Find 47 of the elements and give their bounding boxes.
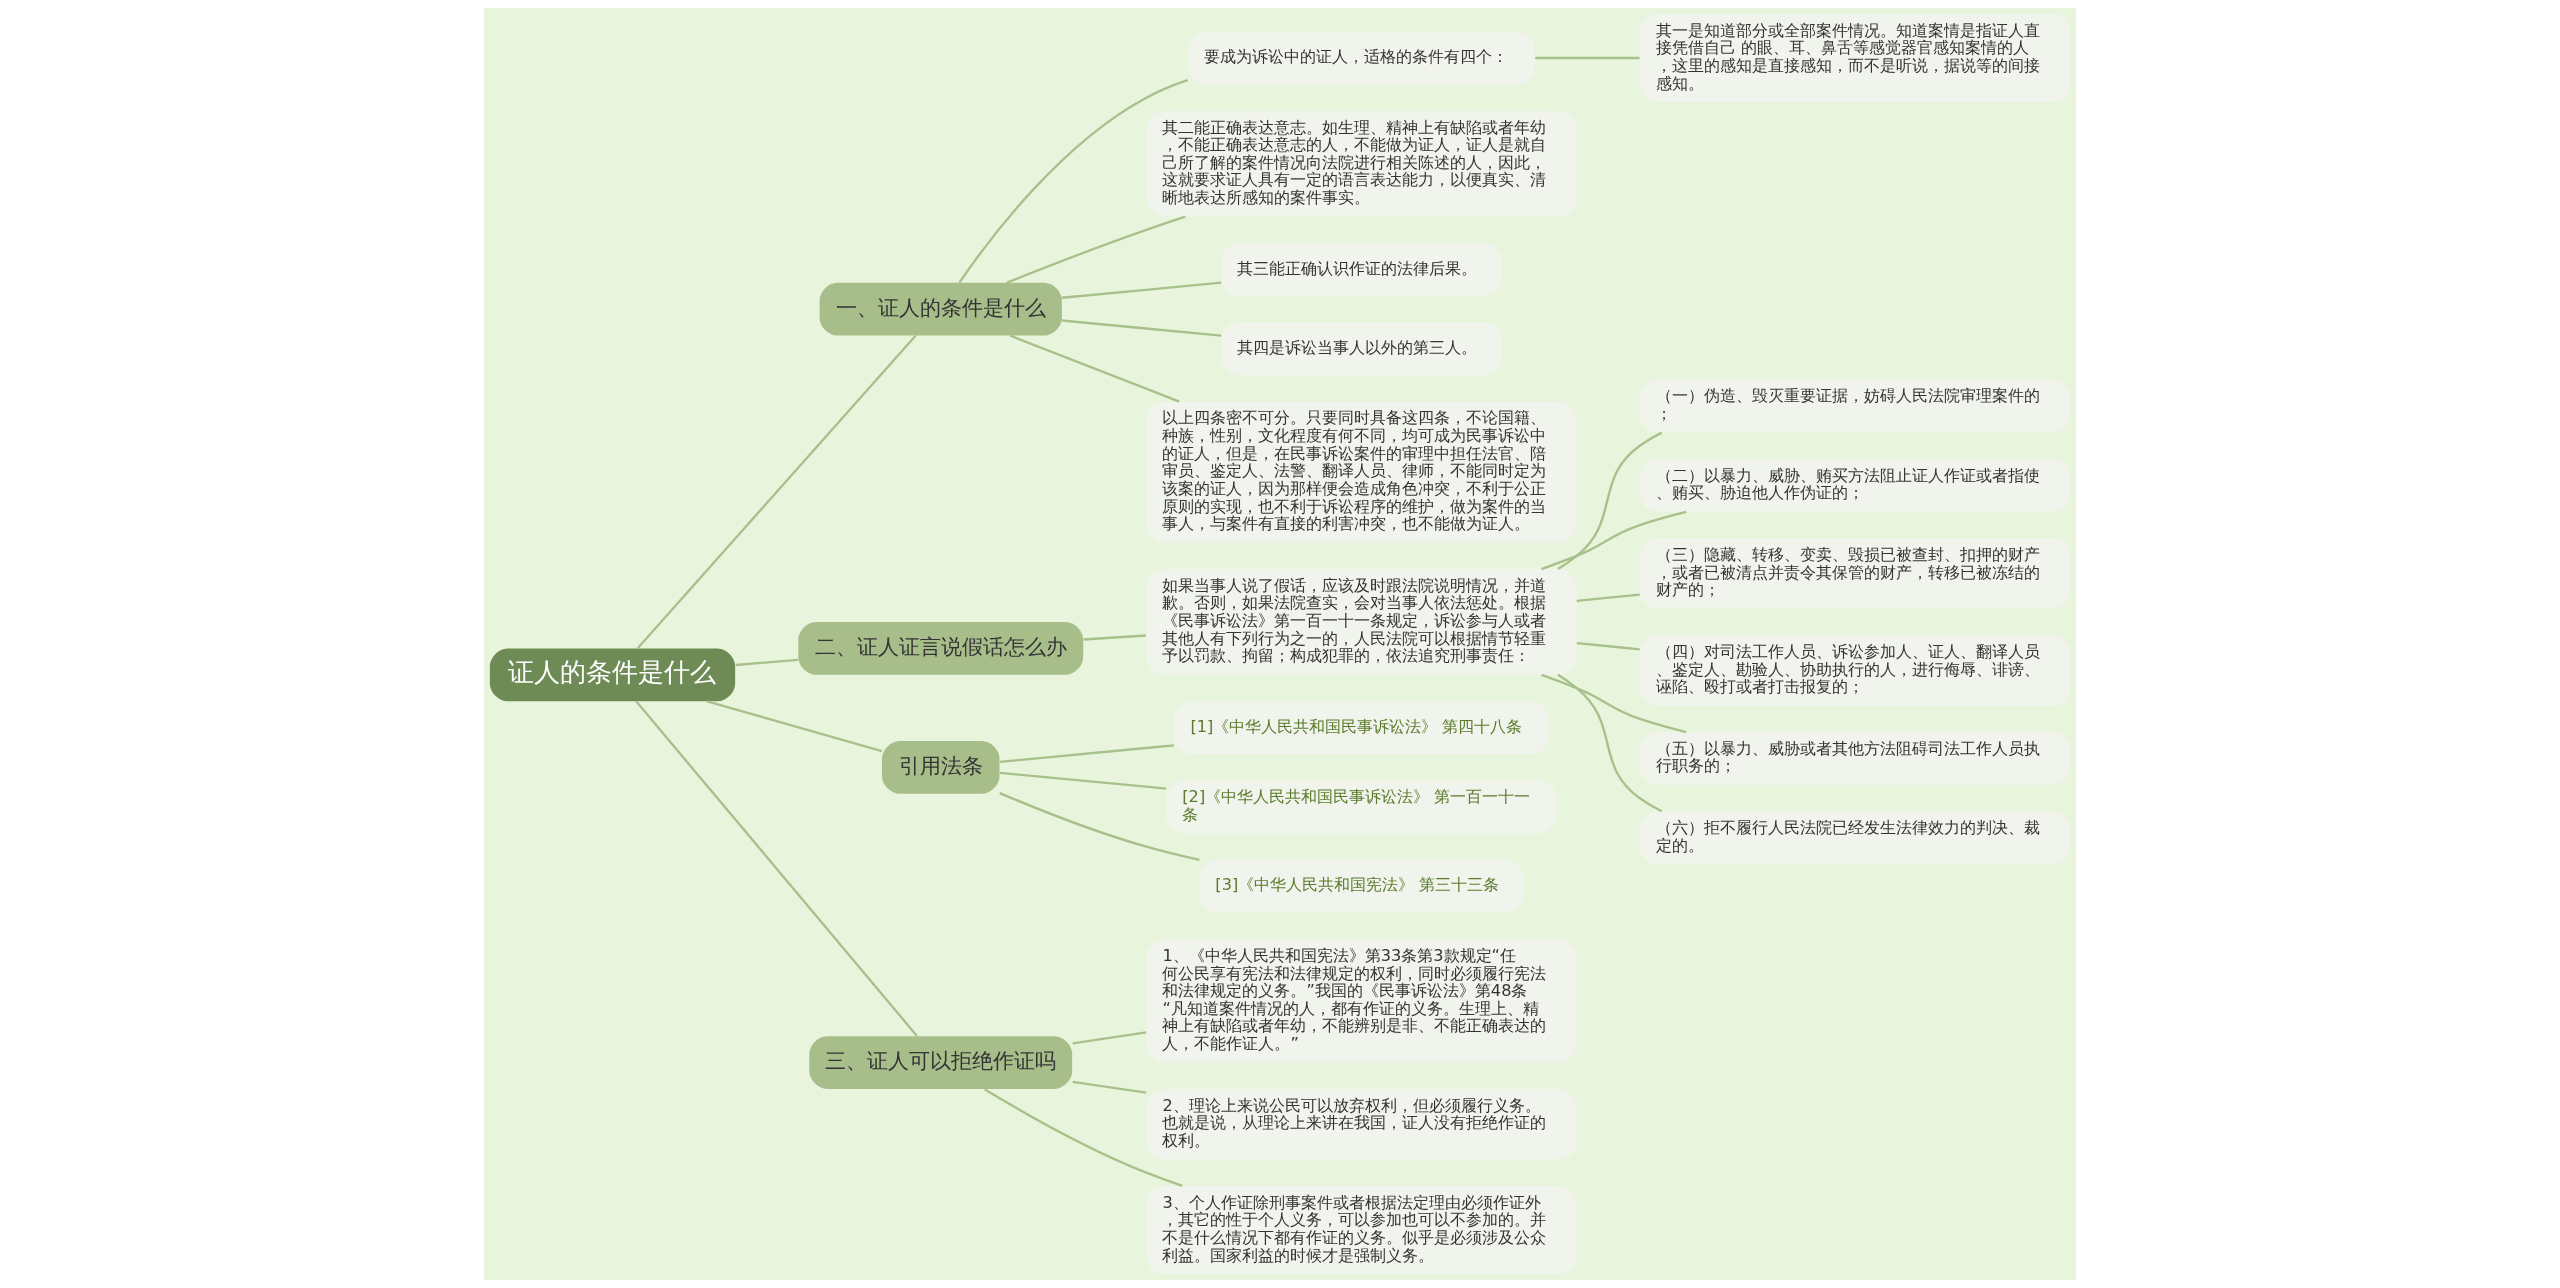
connector — [999, 771, 1167, 790]
node-box: 其三能正确认识作证的法律后果。 — [1221, 243, 1502, 296]
connector — [999, 744, 1175, 764]
node-box: 二、证人证言说假话怎么办 — [798, 621, 1084, 675]
node-box: （二）以暴力、威胁、贿买方法阻止证人作证或者指使、贿买、胁迫他人作伪证的； — [1639, 458, 2071, 512]
connector — [1576, 593, 1640, 602]
connector — [1541, 510, 1687, 571]
node-box: 3、个人作证除刑事案件或者根据法定理由必须作证外，其它的性于个人义务，可以参加也可以不参加的。并不是什么情况下都有作证的义务。似乎是必须涉及公众利益。国家利益的时候才是强制义务。 — [1146, 1185, 1577, 1275]
node-box: 引用法条 — [882, 740, 1000, 794]
node-box: （三）隐藏、转移、变卖、毁损已被查封、扣押的财产，或者已被清点并责令其保管的财产，转移已被冻结的财产的； — [1639, 538, 2071, 609]
node-box: 以上四条密不可分。只要同时具备这四条，不论国籍、种族，性别，文化程度有何不同，均可成为民事诉讼中的证人，但是，在民事诉讼案件的审理中担任法官、陪审员、鉴定人、法警、翻译人员、律师，不能同时定为该案的证人，因为那样便会造成角色冲突，不利于公正原则的实现，也不利于诉讼程序的维护，做为案件的当事人，与案件有直接的利害冲突，也不能做为证人。 — [1146, 401, 1577, 543]
node-box: 三、证人可以拒绝作证吗 — [809, 1036, 1073, 1089]
connector — [958, 79, 1189, 284]
connector — [1061, 319, 1222, 337]
connector — [999, 791, 1200, 862]
connector — [1557, 431, 1663, 571]
connector — [1557, 673, 1663, 813]
connector — [1061, 281, 1222, 299]
node-box: [2]《中华人民共和国民事诉讼法》 第一百一十一条 — [1166, 780, 1557, 834]
node-box: （六）拒不履行人民法院已经发生法律效力的判决、裁定的。 — [1639, 811, 2071, 865]
connector — [984, 1088, 1183, 1187]
connector — [1072, 1080, 1147, 1094]
connector — [1083, 634, 1147, 641]
connector — [1541, 673, 1687, 734]
node-box: 证人的条件是什么 — [489, 648, 736, 702]
node-box: （四）对司法工作人员、诉讼参加人、证人、翻译人员、鉴定人、勘验人、协助执行的人，进行侮辱、诽谤、诬陷、殴打或者打击报复的； — [1639, 635, 2071, 706]
node-box: 2、理论上来说公民可以放弃权利，但必须履行义务。也就是说，从理论上来讲在我国，证人没有拒绝作证的权利。 — [1146, 1089, 1577, 1160]
connector — [1006, 215, 1186, 284]
connector — [637, 334, 917, 649]
node-box: （一）伪造、毁灭重要证据，妨碍人民法院审理案件的； — [1639, 379, 2071, 433]
node-box: 要成为诉讼中的证人，适格的条件有四个： — [1188, 31, 1535, 85]
connector — [706, 700, 883, 753]
node-box: 一、证人的条件是什么 — [819, 282, 1062, 336]
connector — [1576, 641, 1640, 651]
node-box: 如果当事人说了假话，应该及时跟法院说明情况，并道歉。否则，如果法院查实，会对当事人依法惩处。根据《民事诉讼法》第一百一十一条规定，诉讼参与人或者其他人有下列行为之一的，人民法院可以根据情节轻重予以罚款、拘留；构成犯罪的，依法追究刑事责任： — [1146, 569, 1577, 675]
connector — [1535, 56, 1640, 60]
connector — [1072, 1031, 1147, 1045]
connector — [1009, 334, 1180, 403]
connector — [735, 658, 799, 667]
connector — [635, 700, 918, 1037]
node-box: （五）以暴力、威胁或者其他方法阻碍司法工作人员执行职务的； — [1639, 732, 2071, 785]
node-box: 1、《中华人民共和国宪法》第33条第3款规定“任何公民享有宪法和法律规定的权利，同时必须履行宪法和法律规定的义务。”我国的《民事诉讼法》第48条“凡知道案件情况的人，都有作证的义务。生理上、精神上有缺陷或者年幼，不能辨别是非、不能正确表达的人，不能作证人。” — [1146, 939, 1577, 1063]
node-box: 其二能正确表达意志。如生理、精神上有缺陷或者年幼，不能正确表达意志的人，不能做为证人，证人是就自己所了解的案件情况向法院进行相关陈述的人，因此，这就要求证人具有一定的语言表达能力，以便真实、清晰地表达所感知的案件事实。 — [1146, 110, 1577, 217]
node-box: [3]《中华人民共和国宪法》 第三十三条 — [1199, 859, 1524, 913]
node-box: [1]《中华人民共和国民事诉讼法》 第四十八条 — [1174, 701, 1549, 755]
node-box: 其一是知道部分或全部案件情况。知道案情是指证人直接凭借自己 的眼、耳、鼻舌等感觉器官感知案情的人，这里的感知是直接感知，而不是听说，据说等的间接感知。 — [1639, 13, 2071, 103]
node-box: 其四是诉讼当事人以外的第三人。 — [1221, 322, 1502, 376]
